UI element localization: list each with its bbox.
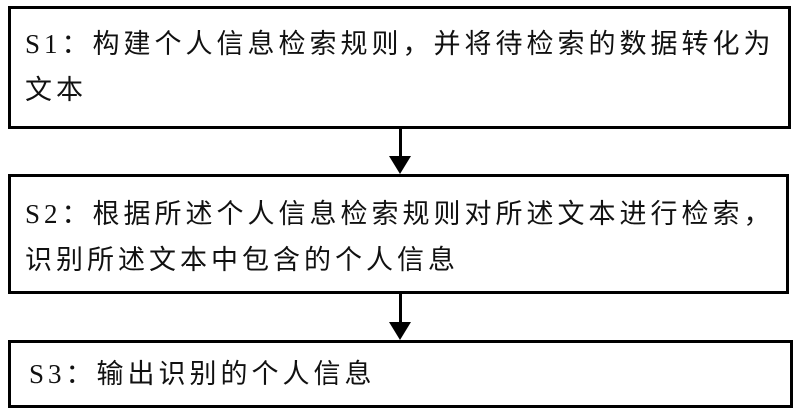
flow-step-s1-text-line-1: S1：构建个人信息检索规则，并将待检索的数据转化为 [25, 29, 775, 59]
flow-step-s1-text-line-2: 文本 [25, 75, 87, 105]
arrow-down-icon [388, 294, 412, 340]
flow-step-s3: S3：输出识别的个人信息 [8, 340, 793, 408]
flow-step-s3-text-line-1: S3：输出识别的个人信息 [29, 359, 376, 389]
flow-step-s2-text-line-1: S2：根据所述个人信息检索规则对所述文本进行检索， [25, 199, 775, 229]
arrow-head [389, 322, 411, 340]
arrow-head [389, 156, 411, 174]
flow-step-s2-text-line-2: 识别所述文本中包含的个人信息 [25, 245, 459, 275]
arrow-down-icon [388, 129, 412, 174]
flow-step-s1: S1：构建个人信息检索规则，并将待检索的数据转化为 文本 [8, 6, 791, 129]
flow-step-s2: S2：根据所述个人信息检索规则对所述文本进行检索， 识别所述文本中包含的个人信息 [8, 174, 789, 294]
arrow-shaft [398, 294, 402, 322]
arrow-shaft [398, 129, 402, 156]
